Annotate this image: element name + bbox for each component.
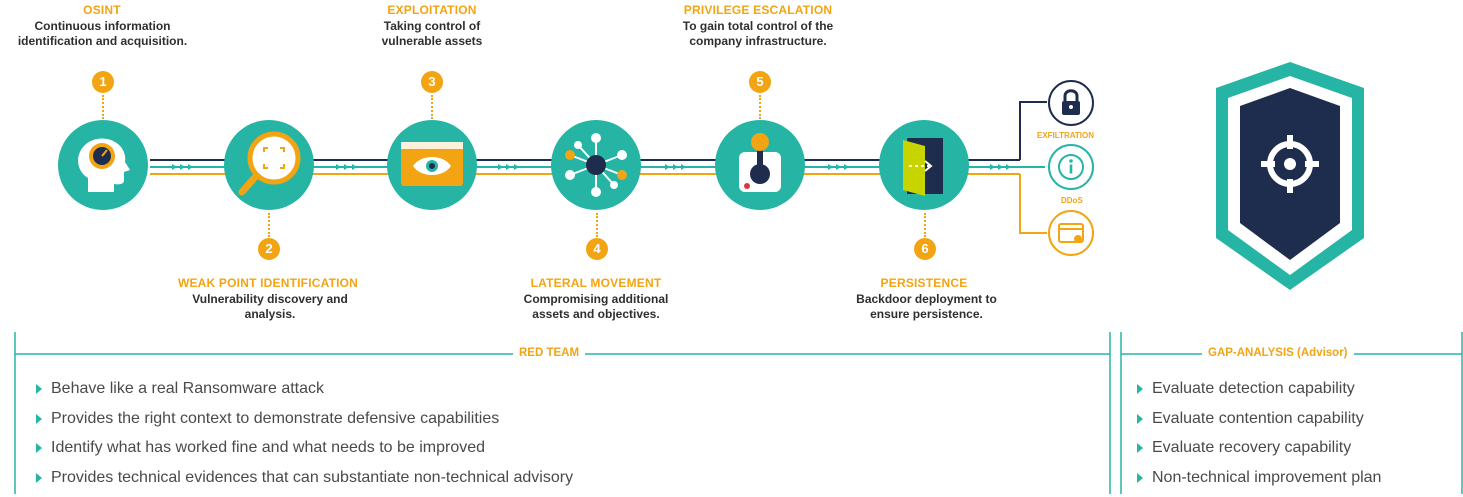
list-item: Provides technical evidences that can su…: [36, 468, 573, 497]
bullet-arrow-icon: [1137, 443, 1143, 453]
list-item: Behave like a real Ransomware attack: [36, 379, 573, 409]
bullet-arrow-icon: [1137, 473, 1143, 483]
list-item-text: Behave like a real Ransomware attack: [51, 380, 324, 397]
list-item-text: Evaluate recovery capability: [1152, 439, 1351, 456]
list-item-text: Provides the right context to demonstrat…: [51, 410, 499, 427]
gap-analysis-list: Evaluate detection capability Evaluate c…: [1137, 379, 1381, 497]
list-item-text: Provides technical evidences that can su…: [51, 469, 573, 486]
bullet-arrow-icon: [36, 443, 42, 453]
list-item-text: Identify what has worked fine and what n…: [51, 439, 485, 456]
bullet-arrow-icon: [1137, 414, 1143, 424]
bullet-arrow-icon: [36, 384, 42, 394]
gap-analysis-title: GAP-ANALYSIS (Advisor): [1202, 347, 1354, 359]
list-item-text: Evaluate detection capability: [1152, 380, 1355, 397]
list-item: Non-technical improvement plan: [1137, 468, 1381, 497]
list-item-text: Non-technical improvement plan: [1152, 469, 1381, 486]
list-item: Identify what has worked fine and what n…: [36, 438, 573, 468]
red-team-title: RED TEAM: [513, 347, 585, 359]
list-item: Evaluate detection capability: [1137, 379, 1381, 409]
list-item: Evaluate recovery capability: [1137, 438, 1381, 468]
red-team-list: Behave like a real Ransomware attack Pro…: [36, 379, 573, 497]
bullet-arrow-icon: [36, 473, 42, 483]
bullet-arrow-icon: [1137, 384, 1143, 394]
list-item-text: Evaluate contention capability: [1152, 410, 1364, 427]
list-item: Evaluate contention capability: [1137, 409, 1381, 439]
bullet-arrow-icon: [36, 414, 42, 424]
list-item: Provides the right context to demonstrat…: [36, 409, 573, 439]
